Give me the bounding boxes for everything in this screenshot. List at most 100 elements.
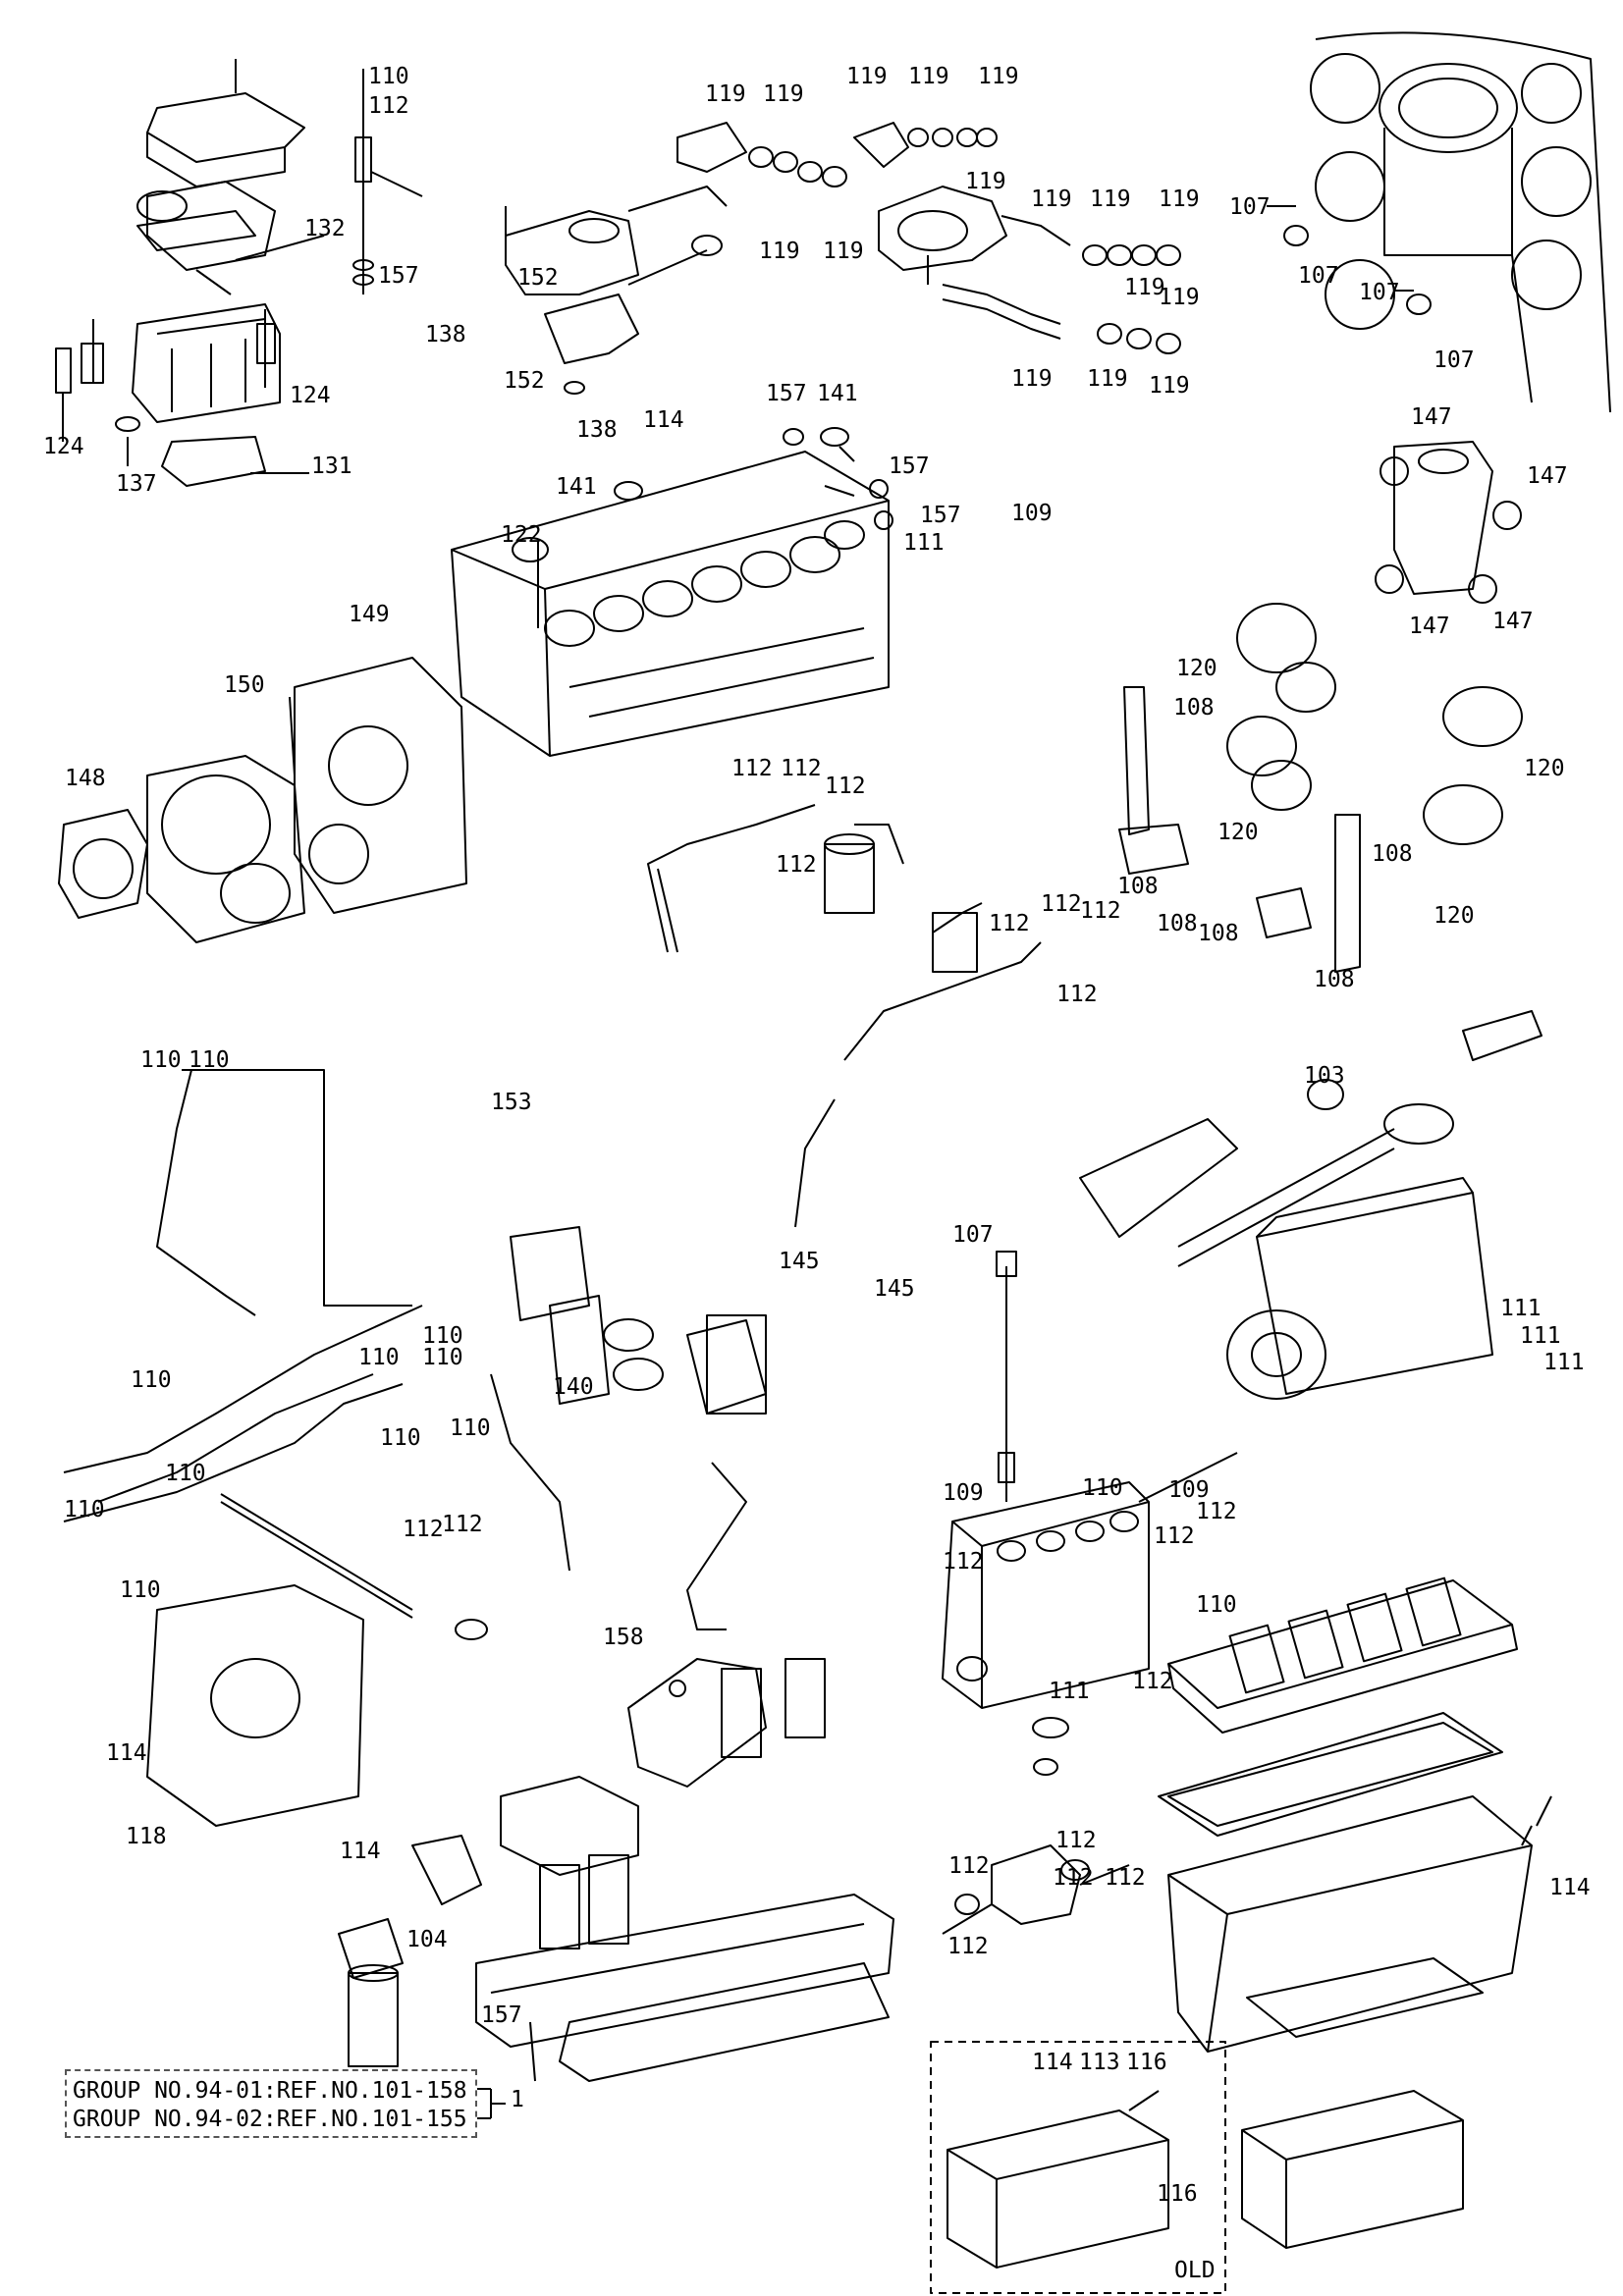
callout-152: 152 xyxy=(517,265,559,291)
thermostat-housing xyxy=(505,186,728,395)
oil-cooler-covers xyxy=(475,1894,894,2082)
callout-120: 120 xyxy=(1217,820,1259,845)
callout-141: 141 xyxy=(817,381,858,406)
callout-114: 114 xyxy=(1032,2050,1073,2075)
callout-150: 150 xyxy=(224,672,265,698)
coolant-pipe-assembly xyxy=(676,122,1181,354)
callout-110: 110 xyxy=(1082,1475,1123,1501)
oil-pan-upper xyxy=(1167,1576,1518,1734)
callout-108: 108 xyxy=(1314,967,1355,992)
callout-110: 110 xyxy=(165,1461,206,1486)
callout-107: 107 xyxy=(1359,280,1400,305)
callout-112: 112 xyxy=(776,852,817,878)
callout-119: 119 xyxy=(1149,373,1190,399)
oil-pan-gasket xyxy=(1158,1712,1503,1837)
callout-119: 119 xyxy=(1031,187,1072,212)
callout-119: 119 xyxy=(846,64,888,89)
fuel-lines-upper xyxy=(647,804,1042,1228)
callout-119: 119 xyxy=(823,239,864,264)
callout-147: 147 xyxy=(1527,463,1568,489)
callout-108: 108 xyxy=(1372,841,1413,867)
callout-120: 120 xyxy=(1524,756,1565,781)
callout-147: 147 xyxy=(1409,614,1450,639)
callout-132: 132 xyxy=(304,216,346,241)
callout-110: 110 xyxy=(189,1047,230,1073)
callout-153: 153 xyxy=(491,1090,532,1115)
callout-112: 112 xyxy=(1154,1523,1195,1549)
callout-131: 131 xyxy=(311,454,352,479)
callout-119: 119 xyxy=(1011,366,1053,392)
oil-filter-assembly xyxy=(338,1776,639,2067)
valve-block xyxy=(942,1717,1130,1935)
fuel-injection-pump xyxy=(1079,1010,1542,1400)
callout-108: 108 xyxy=(1173,695,1215,721)
callout-152: 152 xyxy=(504,368,545,394)
callout-112: 112 xyxy=(1041,891,1082,917)
callout-138: 138 xyxy=(425,322,466,347)
callout-112: 112 xyxy=(825,774,866,799)
callout-157: 157 xyxy=(481,2002,522,2028)
turbochargers xyxy=(1226,441,1523,845)
callout-108: 108 xyxy=(1198,921,1239,946)
callout-124: 124 xyxy=(290,383,331,408)
callout-107: 107 xyxy=(1229,194,1271,220)
callout-110: 110 xyxy=(450,1415,491,1441)
callout-110: 110 xyxy=(422,1345,463,1370)
callout-112: 112 xyxy=(781,756,822,781)
group-ref-line-2: GROUP NO.94-02:REF.NO.101-155 xyxy=(73,2107,467,2132)
oil-sump-right xyxy=(1241,2090,1464,2249)
callout-112: 112 xyxy=(368,93,409,119)
callout-112: 112 xyxy=(1132,1669,1173,1694)
turbo-brackets xyxy=(1118,686,1361,973)
wiring-harness xyxy=(63,1069,570,1572)
old-part-box xyxy=(930,2041,1226,2294)
callout-119: 119 xyxy=(705,81,746,107)
callout-149: 149 xyxy=(349,602,390,627)
callout-119: 119 xyxy=(965,169,1006,194)
callout-110: 110 xyxy=(131,1367,172,1393)
callout-122: 122 xyxy=(501,522,542,548)
oil-pump xyxy=(146,1493,826,1827)
callout-114: 114 xyxy=(340,1839,381,1864)
callout-112: 112 xyxy=(1105,1865,1146,1891)
callout-112: 112 xyxy=(403,1517,444,1542)
callout-114: 114 xyxy=(106,1740,147,1766)
callout-110: 110 xyxy=(64,1497,105,1522)
callout-111: 111 xyxy=(1500,1296,1542,1321)
callout-119: 119 xyxy=(763,81,804,107)
callout-119: 119 xyxy=(759,239,800,264)
callout-111: 111 xyxy=(903,530,945,556)
callout-116: 116 xyxy=(1157,2181,1198,2207)
callout-113: 113 xyxy=(1079,2050,1120,2075)
callout-119: 119 xyxy=(1090,187,1131,212)
callout-118: 118 xyxy=(126,1824,167,1849)
governor-housing xyxy=(942,1251,1238,1709)
callout-107: 107 xyxy=(952,1222,994,1248)
callout-110: 110 xyxy=(120,1577,161,1603)
callout-119: 119 xyxy=(1159,187,1200,212)
callout-120: 120 xyxy=(1434,903,1475,929)
callout-147: 147 xyxy=(1411,404,1452,430)
group-ref-bracket xyxy=(477,2088,506,2119)
old-label: OLD xyxy=(1174,2258,1216,2283)
callout-141: 141 xyxy=(556,474,597,500)
oil-pan-bottom-gasket xyxy=(1246,1957,1484,2038)
crankcase xyxy=(451,427,893,757)
callout-109: 109 xyxy=(1168,1477,1210,1503)
callout-112: 112 xyxy=(989,911,1030,936)
callout-140: 140 xyxy=(553,1374,594,1400)
callout-103: 103 xyxy=(1304,1063,1345,1089)
callout-157: 157 xyxy=(889,454,930,479)
callout-111: 111 xyxy=(1520,1323,1561,1349)
callout-158: 158 xyxy=(603,1625,644,1650)
callout-114: 114 xyxy=(1549,1875,1591,1900)
oil-cooler xyxy=(510,1226,767,1630)
callout-110: 110 xyxy=(140,1047,182,1073)
callout-104: 104 xyxy=(406,1927,448,1952)
oil-pan-lower xyxy=(1167,1795,1552,2053)
callout-107: 107 xyxy=(1298,263,1339,289)
callout-157: 157 xyxy=(378,263,419,289)
callout-116: 116 xyxy=(1126,2050,1167,2075)
cylinder-head xyxy=(55,303,309,487)
